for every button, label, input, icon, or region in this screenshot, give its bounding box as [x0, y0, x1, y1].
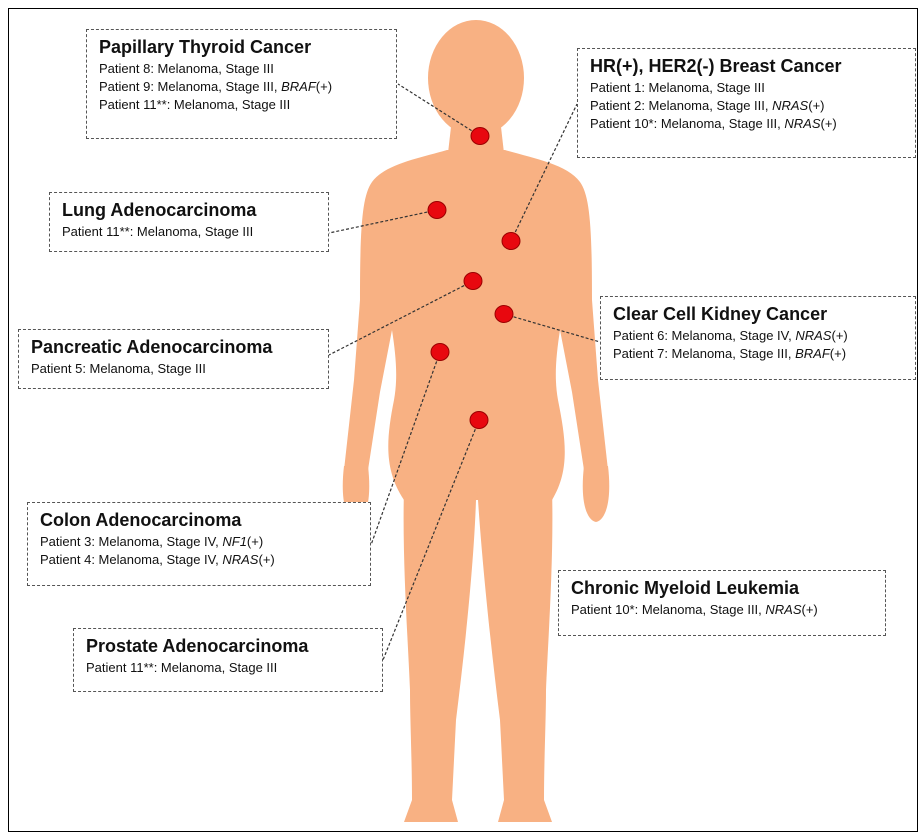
leader-line-colon [371, 352, 440, 545]
box-colon-adenocarcinoma: Colon Adenocarcinoma Patient 3: Melanoma… [27, 502, 371, 586]
box-papillary-thyroid-cancer: Papillary Thyroid Cancer Patient 8: Mela… [86, 29, 397, 139]
box-title: Colon Adenocarcinoma [40, 509, 360, 531]
leader-line-kidney [504, 314, 600, 342]
box-title: Papillary Thyroid Cancer [99, 36, 386, 58]
box-title: Lung Adenocarcinoma [62, 199, 318, 221]
box-clear-cell-kidney-cancer: Clear Cell Kidney Cancer Patient 6: Mela… [600, 296, 916, 380]
leader-line-thyroid [398, 84, 480, 136]
marker-kidney [495, 306, 513, 323]
leader-line-lung [329, 210, 437, 233]
patient-row: Patient 7: Melanoma, Stage III, BRAF(+) [613, 345, 905, 363]
marker-breast [502, 233, 520, 250]
patient-row: Patient 11**: Melanoma, Stage III [62, 223, 318, 241]
patient-row: Patient 6: Melanoma, Stage IV, NRAS(+) [613, 327, 905, 345]
leader-line-breast [511, 104, 577, 241]
box-lung-adenocarcinoma: Lung Adenocarcinoma Patient 11**: Melano… [49, 192, 329, 252]
patient-row: Patient 9: Melanoma, Stage III, BRAF(+) [99, 78, 386, 96]
marker-colon [431, 344, 449, 361]
patient-row: Patient 8: Melanoma, Stage III [99, 60, 386, 78]
box-chronic-myeloid-leukemia: Chronic Myeloid Leukemia Patient 10*: Me… [558, 570, 886, 636]
patient-row: Patient 11**: Melanoma, Stage III [86, 659, 372, 677]
patient-row: Patient 4: Melanoma, Stage IV, NRAS(+) [40, 551, 360, 569]
marker-lung [428, 202, 446, 219]
patient-row: Patient 11**: Melanoma, Stage III [99, 96, 386, 114]
box-title: Clear Cell Kidney Cancer [613, 303, 905, 325]
patient-row: Patient 3: Melanoma, Stage IV, NF1(+) [40, 533, 360, 551]
marker-thyroid [471, 128, 489, 145]
box-title: Prostate Adenocarcinoma [86, 635, 372, 657]
patient-row: Patient 10*: Melanoma, Stage III, NRAS(+… [590, 115, 905, 133]
box-title: Chronic Myeloid Leukemia [571, 577, 875, 599]
patient-row: Patient 5: Melanoma, Stage III [31, 360, 318, 378]
box-pancreatic-adenocarcinoma: Pancreatic Adenocarcinoma Patient 5: Mel… [18, 329, 329, 389]
patient-row: Patient 1: Melanoma, Stage III [590, 79, 905, 97]
box-breast-cancer: HR(+), HER2(-) Breast Cancer Patient 1: … [577, 48, 916, 158]
box-title: Pancreatic Adenocarcinoma [31, 336, 318, 358]
patient-row: Patient 10*: Melanoma, Stage III, NRAS(+… [571, 601, 875, 619]
box-title: HR(+), HER2(-) Breast Cancer [590, 55, 905, 77]
box-prostate-adenocarcinoma: Prostate Adenocarcinoma Patient 11**: Me… [73, 628, 383, 692]
leader-line-prostate [383, 420, 479, 660]
marker-prostate [470, 412, 488, 429]
leader-line-pancreatic [329, 281, 473, 355]
marker-pancreatic [464, 273, 482, 290]
patient-row: Patient 2: Melanoma, Stage III, NRAS(+) [590, 97, 905, 115]
